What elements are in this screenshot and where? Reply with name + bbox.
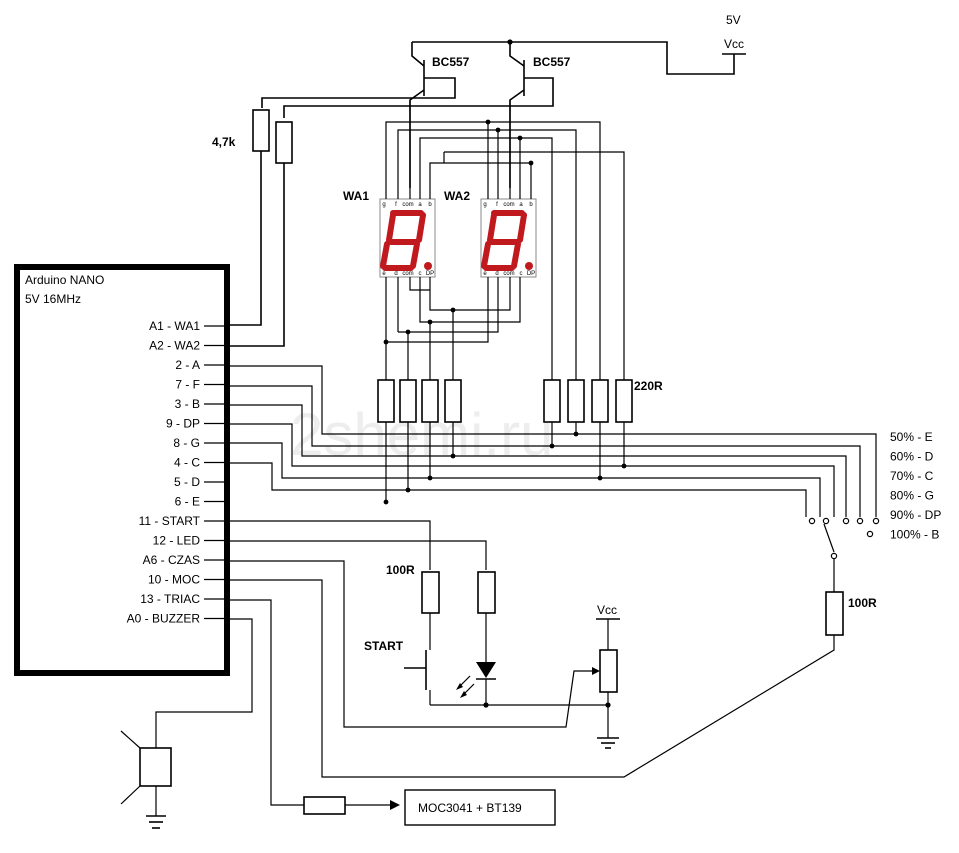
arduino-pin-label: A2 - WA2 [149,339,200,353]
wa2-bottom-pin: e [483,271,487,277]
buzzer-symbol [120,730,172,829]
arduino-pin-label: 10 - MOC [148,573,200,587]
switch-position-label: 60% - D [890,450,934,464]
arduino-name: Arduino NANO [25,273,104,287]
base-resistor-label: 4,7k [212,135,236,149]
display-top-wiring [385,100,625,380]
arduino-board [14,264,230,676]
wa2-dp [525,262,533,270]
start-resistor [421,571,440,614]
wa1-bottom-pin: d [394,271,397,277]
wa1-bottom-pin: com [402,271,413,277]
arduino-pin-label: A6 - CZAS [143,553,200,567]
led-symbol [456,662,496,705]
start-button-label: START [364,639,404,653]
wa2-top-pin: b [529,202,533,208]
arduino-pin-label: 3 - B [175,397,200,411]
wa2-top-pin: a [519,202,523,208]
switch-resistor [825,591,844,636]
arduino-pin-label: 2 - A [175,358,200,372]
arduino-spec: 5V 16MHz [25,292,81,306]
wa1-top-pin: f [395,202,397,208]
wa1-top-pin: com [402,202,413,208]
display-wa2-label: WA2 [444,189,470,203]
wire-led [227,540,487,570]
triac-resistor [303,796,346,815]
wa1-bottom-pin: DP [426,271,434,277]
wa2-bottom-pin: DP [527,271,535,277]
display-wa2 [480,198,537,278]
output-box-label: MOC3041 + BT139 [418,801,522,815]
wa2-segments [481,210,527,271]
wa1-top-pin: a [418,202,422,208]
transistor-bc557-2 [283,42,554,188]
arduino-pin-labels: A1 - WA1 A2 - WA2 2 - A 7 - F 3 - B 9 - DP 8 -… [127,319,227,626]
base-resistor-2 [275,121,293,164]
wa2-bottom-pin: c [520,271,523,277]
switch-resistor-label: 100R [848,596,877,610]
display-bottom-wiring [383,277,521,380]
ground-symbol-pot [597,737,619,749]
pot-wiper-arrow [592,667,600,675]
arduino-pin-label: 4 - C [174,456,200,470]
supply-voltage: 5V [726,13,741,27]
wire-a2-wa2 [227,163,285,347]
arduino-pin-label: 5 - D [174,475,200,489]
arduino-pin-label: 9 - DP [166,417,200,431]
arduino-pin-label: 13 - TRIAC [140,592,200,606]
wa2-top-pin: g [483,202,486,208]
wa1-bottom-pin: e [382,271,386,277]
arduino-pin-label: 11 - START [139,514,201,528]
wa1-bottom-pin: c [419,271,422,277]
pin-wires [227,365,877,517]
switch-position-label: 70% - C [890,469,934,483]
start-resistor-label: 100R [386,563,415,577]
switch-position-label: 100% - B [890,528,939,542]
supply-vcc: Vcc [724,37,744,51]
transistor-bc557-1 [261,42,456,188]
segment-resistor-label: 220R [634,379,663,393]
wire-start [227,520,431,570]
potentiometer [599,649,618,693]
arduino-pin-label: A1 - WA1 [149,319,200,333]
wa1-dp [424,262,432,270]
arduino-pin-label: 7 - F [175,378,200,392]
switch-position-labels: 50% - E 60% - D 70% - C 80% - G 90% - DP 100%… [890,430,941,542]
output-box [404,789,556,826]
arduino-pin-label: 8 - G [173,436,200,450]
wire-triac [227,599,304,806]
vcc-rail [412,41,735,75]
wa1-segments [380,210,426,271]
wire-buzzer [155,618,253,748]
arduino-pin-label: 12 - LED [153,534,201,548]
start-button-symbol [404,650,431,705]
display-wa1-label: WA1 [343,189,369,203]
base-resistor-1 [252,109,270,152]
wa1-top-pin: g [382,202,385,208]
segment-bus-wiring [383,422,627,505]
wa1-top-pin: b [428,202,432,208]
arduino-pin-label: 6 - E [175,495,200,509]
wire-a1-wa1 [227,151,262,326]
switch-position-label: 50% - E [890,430,933,444]
switch-position-label: 90% - DP [890,508,941,522]
wire-moc-switch [227,579,835,778]
transistor-1-label: BC557 [432,55,470,69]
wa2-bottom-pin: d [495,271,498,277]
rotary-switch [808,517,880,592]
arduino-pin-label: A0 - BUZZER [127,612,201,626]
wire-czas [227,560,598,728]
display-wa1 [379,198,436,278]
led-resistor [477,571,496,614]
output-arrow [390,800,400,810]
transistor-2-label: BC557 [533,55,571,69]
wa2-bottom-pin: com [503,271,514,277]
wa2-top-pin: com [503,202,514,208]
wa2-top-pin: f [496,202,498,208]
switch-position-label: 80% - G [890,489,934,503]
pot-vcc-label: Vcc [597,603,617,617]
